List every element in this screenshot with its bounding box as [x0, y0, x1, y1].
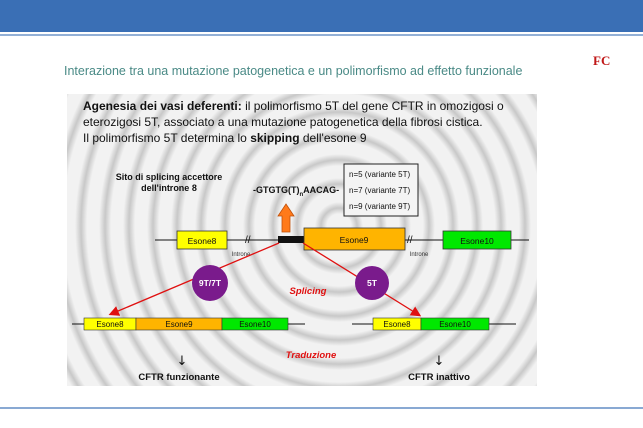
- footer-divider: [0, 407, 643, 409]
- heading-bold: Agenesia dei vasi deferenti:: [83, 99, 242, 113]
- variants-box: n=5 (variante 5T) n=7 (variante 7T) n=9 …: [343, 163, 419, 217]
- slide-heading: Agenesia dei vasi deferenti: il polimorf…: [83, 98, 523, 146]
- mrna-right-exon8-label: Esone8: [383, 320, 411, 329]
- gene-diagram: Sito di splicing accettore dell'introne …: [72, 163, 529, 383]
- header-divider: [0, 34, 643, 36]
- site-label-1: Sito di splicing accettore: [116, 172, 223, 182]
- badge-5t: [355, 266, 389, 300]
- intron-label-left: Introne: [232, 252, 251, 258]
- break-mark-right: //: [407, 235, 413, 246]
- fc-logo: FC: [593, 53, 611, 68]
- variant-9t: n=9 (variante 9T): [349, 202, 410, 211]
- exon8-box: [176, 230, 228, 250]
- up-arrow-icon: [277, 203, 295, 233]
- site-label-2: dell'introne 8: [141, 183, 197, 193]
- down-arrow-left-icon: ↓: [177, 354, 188, 369]
- traduzione-label: Traduzione: [286, 350, 337, 361]
- down-arrow-right-icon: ↓: [434, 354, 445, 369]
- sequence-text: -GTGTG(T)nAACAG-: [253, 185, 339, 198]
- header-bar: [0, 0, 643, 32]
- break-mark-left: //: [245, 235, 251, 246]
- page-subtitle: Interazione tra una mutazione patogeneti…: [64, 64, 523, 78]
- exon10-box: [442, 230, 512, 250]
- heading-line3-bold: skipping: [250, 131, 300, 145]
- slide-image: Agenesia dei vasi deferenti: il polimorf…: [67, 94, 537, 386]
- mrna-left-exon10-label: Esone10: [239, 320, 271, 329]
- variant-7t: n=7 (variante 7T): [349, 186, 410, 195]
- heading-line3-pre: Il polimorfismo 5T determina lo: [83, 131, 251, 145]
- badge-5t-label: 5T: [367, 278, 378, 288]
- result-right: CFTR inattivo: [408, 372, 470, 383]
- exon10-label: Esone10: [460, 236, 494, 246]
- badge-9t7t-label: 9T/7T: [199, 278, 222, 288]
- heading-line1: il polimorfismo 5T del gene CFTR in omoz…: [241, 99, 504, 113]
- heading-line3-post: dell'esone 9: [299, 131, 367, 145]
- mrna-right-exon10-label: Esone10: [439, 320, 471, 329]
- variant-5t: n=5 (variante 5T): [349, 170, 410, 179]
- result-left: CFTR funzionante: [138, 372, 219, 383]
- mrna-left-exon9-label: Esone9: [165, 320, 193, 329]
- exon9-box: [303, 227, 406, 251]
- mrna-left-exon8-label: Esone8: [96, 320, 124, 329]
- exon9-label: Esone9: [340, 235, 369, 245]
- badge-9t7t: [192, 265, 228, 301]
- mrna-left-exon10: [221, 317, 289, 331]
- splice-site-marker: [278, 236, 304, 243]
- exon8-label: Esone8: [188, 236, 217, 246]
- heading-line2: eterozigosi 5T, associato a una mutazion…: [83, 115, 483, 129]
- intron-label-right: Introne: [410, 252, 429, 258]
- mrna-right-exon10: [420, 317, 490, 331]
- splicing-label: Splicing: [290, 286, 327, 297]
